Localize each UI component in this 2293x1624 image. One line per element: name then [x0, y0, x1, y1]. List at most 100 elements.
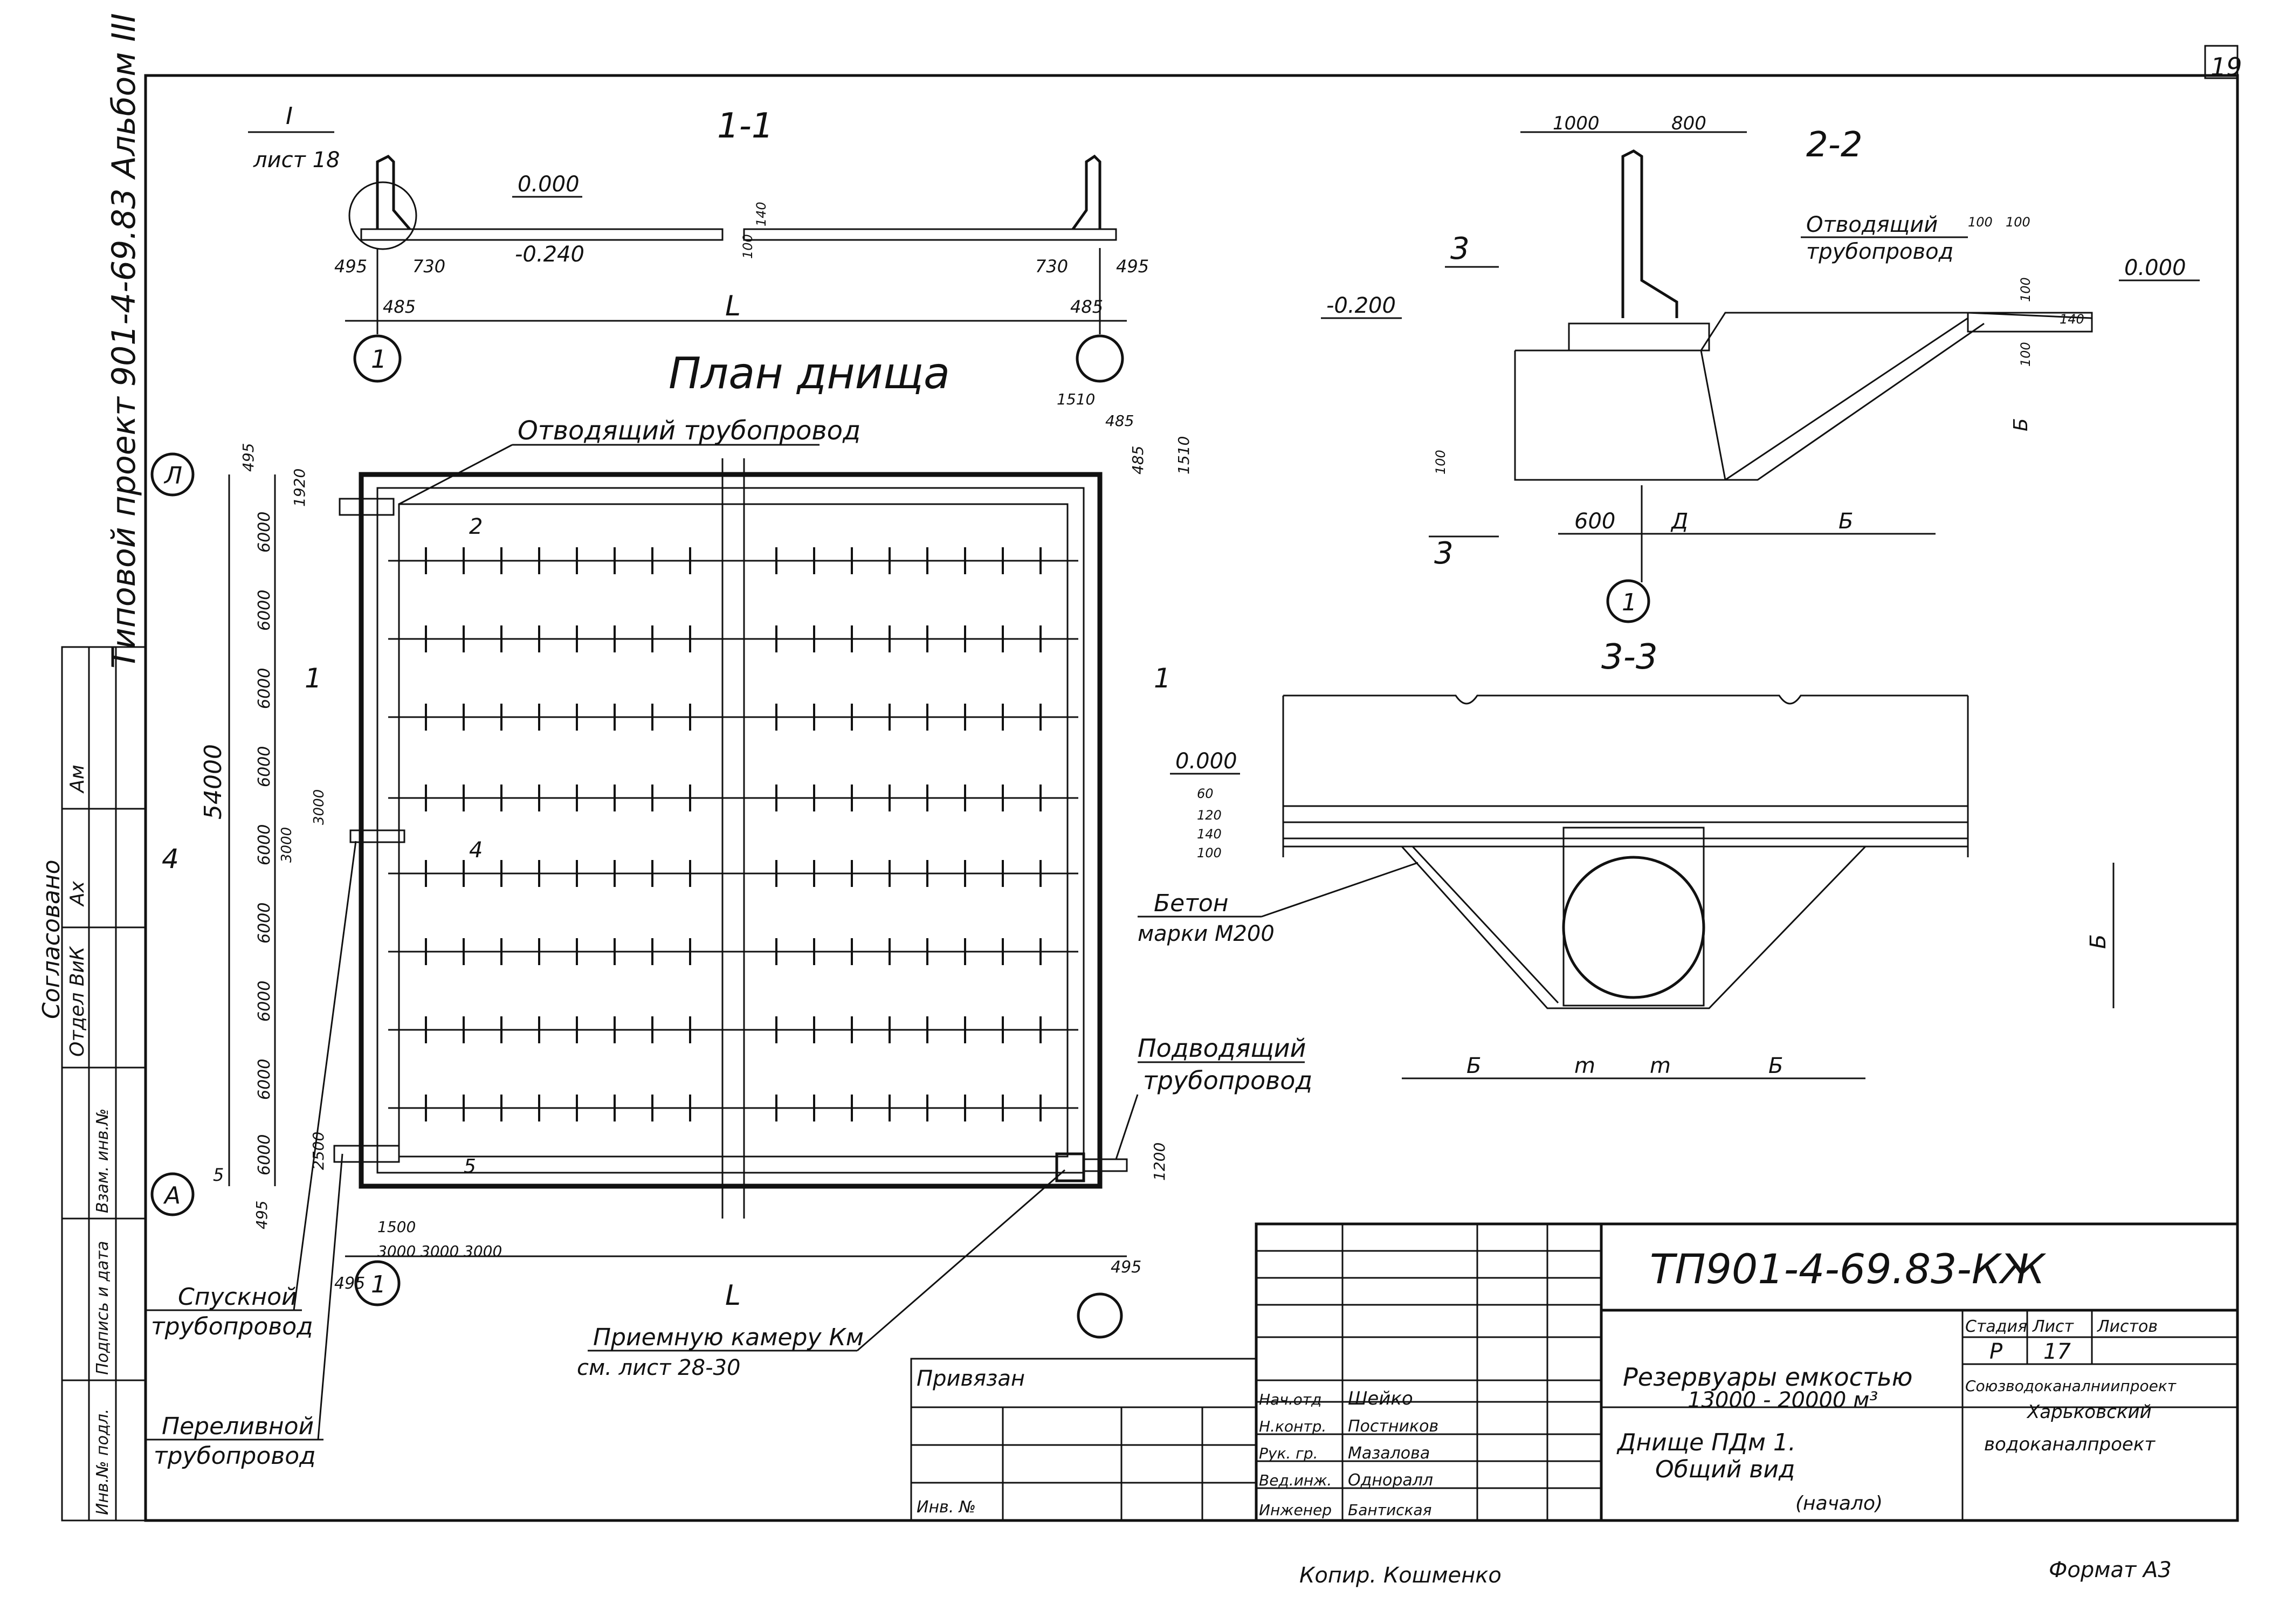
page-number: 19	[2211, 52, 2242, 81]
dim-1200: 1200	[1151, 1143, 1168, 1181]
dim-495-top: 495	[239, 443, 257, 472]
bound-label: Привязан	[917, 1366, 1025, 1391]
sign-date-label: Подпись и дата	[93, 1241, 112, 1375]
axis-L: Л	[163, 462, 182, 490]
overflow-pipe-label-2: трубопровод	[154, 1442, 316, 1470]
dim-485-top: 485	[1105, 412, 1134, 430]
inlet-pipe-label-2: трубопровод	[1143, 1066, 1312, 1095]
concrete-label-2: марки М200	[1138, 921, 1275, 946]
dim-495-bl: 495	[334, 1274, 365, 1293]
height-dim-B: Б	[2086, 934, 2111, 949]
span-L-plan: L	[725, 1279, 741, 1312]
drain-pipe-label-1: Спускной	[178, 1283, 297, 1311]
inv-no-label: Инв. №	[917, 1498, 976, 1517]
dim-495-bottom: 495	[253, 1201, 271, 1229]
slab-thickness-140: 140	[754, 202, 769, 226]
concrete-label-1: Бетон	[1154, 890, 1229, 917]
approval-block: Согласовано Отдел ВиК Ах Ам Взам. инв.№ …	[38, 646, 147, 1522]
sheet-header: Лист	[2032, 1317, 2075, 1336]
side-title: Типовой проект 901-4-69.83 Альбом III	[105, 13, 143, 669]
cut-2: 2	[469, 514, 483, 539]
dim-D: Д	[1670, 509, 1688, 534]
dim-800: 800	[1671, 113, 1706, 134]
title-block: Привязан Инв. № ТП901-4-69.83-КЖ Нач.отд…	[910, 1222, 2239, 1522]
column-grid	[388, 547, 1078, 1121]
detail-ref-sheet: лист 18	[253, 148, 340, 173]
elev-right-2-2: 0.000	[2124, 256, 2186, 280]
dim-B-2-2: Б	[1838, 509, 1853, 534]
dim-495-br: 495	[1111, 1258, 1141, 1277]
footer-format: Формат А3	[2049, 1558, 2172, 1582]
org-line-3: водоканалпроект	[1984, 1434, 2156, 1455]
elev-3-3: 0.000	[1175, 749, 1237, 774]
detail-ref-numeral: I	[286, 102, 293, 130]
role-1: Нач.отд	[1259, 1391, 1321, 1408]
sheet-title-2: Общий вид	[1655, 1456, 1795, 1483]
org-line-1: Союзводоканалниипроект	[1965, 1377, 2177, 1395]
row-dim-9: 6000	[255, 1134, 274, 1175]
dim-1920: 1920	[291, 469, 308, 507]
dim-run-3000-3: 3000	[464, 1242, 502, 1260]
row-dim-4: 6000	[255, 746, 274, 787]
inv-orig-label: Инв.№ подл.	[93, 1409, 112, 1515]
overflow-pipe-label-1: Переливной	[162, 1413, 314, 1440]
row-dim-2: 6000	[255, 590, 274, 631]
dim-run-3000-1: 3000	[377, 1242, 416, 1260]
cut-4-left: 4	[162, 843, 179, 875]
dim-3000-a: 3000	[279, 827, 295, 863]
name-2: Постников	[1348, 1417, 1438, 1436]
dim-B-left: Б	[1466, 1054, 1481, 1078]
dim-485-r: 485	[1070, 297, 1103, 317]
dim-run-3000-2: 3000	[421, 1242, 459, 1260]
cut-3-top: 3	[1450, 231, 1470, 266]
dim-495-l: 495	[334, 256, 367, 277]
dim-1510-right: 1510	[1175, 436, 1193, 474]
role-3: Рук. гр.	[1259, 1444, 1318, 1462]
row-dim-7: 6000	[255, 981, 274, 1022]
replace-inv-label: Взам. инв.№	[93, 1109, 112, 1213]
name-4: Одноралл	[1348, 1471, 1433, 1490]
dim-B-right: Б	[1768, 1054, 1783, 1078]
axis-A: А	[163, 1182, 181, 1209]
sheets-header: Листов	[2097, 1317, 2158, 1336]
dim-small-100-d: 100	[2018, 342, 2033, 367]
row-dim-6: 6000	[255, 903, 274, 944]
sheet-title-3: (начало)	[1795, 1492, 1883, 1515]
project-title-2: 13000 - 20000 м³	[1688, 1388, 1878, 1413]
section-2-2-title: 2-2	[1806, 125, 1863, 165]
outlet-label-2-2: трубопровод	[1806, 239, 1953, 264]
outlet-label-2-1: Отводящий	[1806, 212, 1938, 237]
dim-485-l: 485	[383, 297, 416, 317]
section-3-3-title: 3-3	[1601, 637, 1658, 677]
side-dim-B: Б	[2010, 418, 2032, 431]
dept-label: Отдел ВиК	[66, 946, 88, 1057]
section-1-1-title: 1-1	[717, 106, 774, 146]
layer-120: 120	[1197, 808, 1222, 823]
dim-small-100-c: 100	[2018, 277, 2033, 302]
plan: План днища	[146, 348, 1312, 1470]
role-4: Вед.инж.	[1259, 1471, 1332, 1489]
elev-0-000: 0.000	[518, 172, 580, 197]
section-3-3: 3-3 0.000 60 120 140 100 Бетон марки М20…	[1138, 637, 2115, 1079]
outlet-pipe-label: Отводящий трубопровод	[518, 416, 860, 446]
plan-title: План днища	[669, 348, 950, 398]
dim-495-r: 495	[1116, 256, 1149, 277]
sheet-value: 17	[2043, 1339, 2071, 1364]
org-line-2: Харьковский	[2026, 1401, 2152, 1423]
sign-1: Ах	[66, 880, 88, 907]
dim-m-left: m	[1574, 1054, 1595, 1078]
dim-1510-top: 1510	[1057, 390, 1095, 408]
footer-copyist: Копир. Кошменко	[1299, 1563, 1502, 1588]
elev-minus-0-240: -0.240	[515, 242, 584, 267]
dim-m-right: m	[1650, 1054, 1671, 1078]
agreed-label: Согласовано	[38, 859, 65, 1019]
row-dim-8: 6000	[255, 1059, 274, 1100]
dim-small-100-e: 100	[1433, 450, 1448, 474]
receiving-chamber-label-2: см. лист 28-30	[577, 1355, 740, 1380]
span-L-1-1: L	[725, 290, 741, 322]
cut-5-left: 5	[213, 1165, 224, 1185]
role-2: Н.контр.	[1259, 1417, 1326, 1435]
layer-140: 140	[1197, 827, 1222, 842]
sheet-frame: 19	[144, 45, 2242, 1522]
